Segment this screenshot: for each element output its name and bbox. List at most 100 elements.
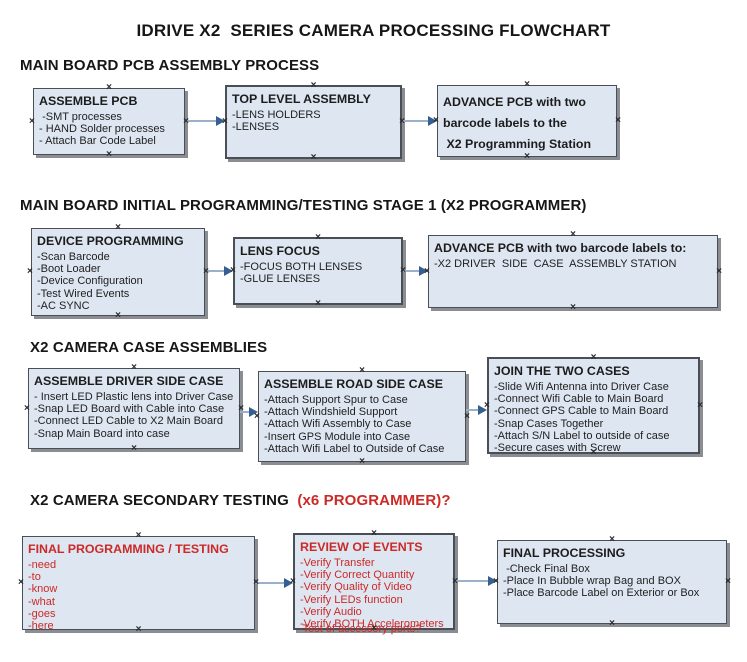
connector-handle-top[interactable]: ×: [106, 82, 112, 93]
connector-handle-top[interactable]: ×: [359, 365, 365, 376]
connector-handle-right[interactable]: ×: [399, 116, 405, 127]
arrow-line: [205, 270, 224, 272]
box-item: -Connect LED Cable to X2 Main Board: [34, 415, 223, 428]
box-advance-pcb-programming-station[interactable]: × × × × ADVANCE PCB with two barcode lab…: [433, 80, 621, 162]
connector-handle-top[interactable]: ×: [609, 534, 615, 545]
connector-handle-left[interactable]: ×: [424, 265, 430, 277]
box-item: -Attach Windshield Support: [264, 406, 398, 419]
box-overflow-item: -Test of accessory ports?: [299, 623, 422, 635]
connector-handle-top[interactable]: ×: [524, 79, 530, 90]
box-item: -Verify Quality of Video: [300, 581, 412, 594]
section-heading-pcb-assembly: MAIN BOARD PCB ASSEMBLY PROCESS: [20, 57, 320, 74]
connector-handle-left[interactable]: ×: [484, 399, 490, 411]
section-heading-case-assemblies: X2 CAMERA CASE ASSEMBLIES: [30, 339, 268, 356]
box-join-the-two-cases[interactable]: × × × × JOIN THE TWO CASES -Slide Wifi A…: [484, 353, 703, 458]
connector-handle-left[interactable]: ×: [29, 115, 35, 127]
connector-handle-left[interactable]: ×: [290, 575, 296, 587]
box-items: -LENS HOLDERS-LENSES: [232, 109, 395, 133]
flow-arrow-device-to-lensfocus[interactable]: [205, 265, 233, 277]
box-item: -LENSES: [232, 121, 280, 134]
box-title: ASSEMBLE ROAD SIDE CASE: [264, 377, 443, 391]
connector-handle-bottom[interactable]: ×: [135, 624, 142, 635]
connector-handle-right[interactable]: ×: [716, 265, 722, 277]
flow-arrow-toplevel-to-advance[interactable]: [402, 115, 437, 127]
box-items: -Verify Transfer-Verify Correct Quantity…: [300, 557, 448, 630]
box-item: -Snap Cases Together: [494, 417, 604, 430]
box-assemble-driver-side-case[interactable]: × × × × ASSEMBLE DRIVER SIDE CASE - Inse…: [24, 363, 244, 454]
connector-handle-top[interactable]: ×: [115, 222, 121, 233]
box-lens-focus[interactable]: × × × × LENS FOCUS -FOCUS BOTH LENSES-GL…: [230, 233, 406, 309]
connector-handle-left[interactable]: ×: [493, 576, 499, 587]
connector-handle-bottom[interactable]: ×: [570, 302, 576, 313]
arrowhead-icon: [216, 116, 225, 126]
box-item: - HAND Solder processes: [39, 123, 165, 136]
arrowhead-icon: [224, 266, 233, 276]
connector-handle-right[interactable]: ×: [697, 399, 703, 411]
connector-handle-right[interactable]: ×: [615, 115, 621, 126]
box-item: -AC SYNC: [37, 299, 90, 312]
connector-handle-top[interactable]: ×: [371, 528, 377, 539]
connector-handle-bottom[interactable]: ×: [131, 443, 137, 454]
box-review-of-events[interactable]: × × × × REVIEW OF EVENTS -Verify Transfe…: [290, 529, 458, 636]
connector-handle-right[interactable]: ×: [183, 115, 189, 127]
connector-handle-left[interactable]: ×: [254, 410, 260, 422]
connector-handle-right[interactable]: ×: [253, 577, 259, 588]
connector-handle-left[interactable]: ×: [222, 116, 228, 127]
connector-handle-left[interactable]: ×: [433, 115, 439, 126]
box-title: REVIEW OF EVENTS: [300, 540, 423, 554]
connector-handle-right[interactable]: ×: [452, 575, 458, 587]
flow-arrow-roadside-to-join[interactable]: [466, 404, 487, 416]
box-final-processing[interactable]: × × × × FINAL PROCESSING -Check Final Bo…: [493, 535, 731, 629]
box-items: -Attach Support Spur to Case-Attach Wind…: [264, 394, 460, 455]
connector-handle-bottom[interactable]: ×: [359, 456, 365, 467]
flow-arrow-lensfocus-to-advance[interactable]: [403, 265, 428, 277]
connector-handle-bottom[interactable]: ×: [315, 298, 321, 309]
flow-arrow-assemble-to-toplevel[interactable]: [185, 115, 225, 127]
connector-handle-left[interactable]: ×: [230, 265, 236, 276]
connector-handle-bottom[interactable]: ×: [590, 447, 597, 458]
box-item: -Snap Main Board into case: [34, 427, 170, 440]
connector-handle-left[interactable]: ×: [27, 266, 33, 277]
section-heading-secondary-testing-red: (x6 PROGRAMMER)?: [297, 492, 451, 509]
box-item: -Place Barcode Label on Exterior or Box: [503, 587, 700, 600]
box-items: -X2 DRIVER SIDE CASE ASSEMBLY STATION: [434, 258, 712, 270]
box-item: -know: [28, 583, 58, 596]
connector-handle-top[interactable]: ×: [570, 229, 576, 240]
box-item: -what: [28, 595, 55, 608]
connector-handle-top[interactable]: ×: [135, 530, 142, 541]
connector-handle-right[interactable]: ×: [203, 266, 209, 277]
connector-handle-left[interactable]: ×: [24, 402, 30, 414]
box-item: -Attach S/N Label to outside of case: [494, 429, 670, 442]
box-top-level-assembly[interactable]: × × × × TOP LEVEL ASSEMBLY -LENS HOLDERS…: [222, 81, 405, 163]
arrowhead-icon: [478, 405, 487, 415]
box-advance-pcb-driver-side-station[interactable]: × × × × ADVANCE PCB with two barcode lab…: [424, 230, 722, 313]
flow-arrow-review-to-finalproc[interactable]: [455, 575, 497, 587]
flow-arrow-finalprog-to-review[interactable]: [255, 577, 293, 589]
connector-handle-top[interactable]: ×: [131, 362, 137, 373]
connector-handle-right[interactable]: ×: [725, 576, 731, 587]
box-assemble-road-side-case[interactable]: × × × × ASSEMBLE ROAD SIDE CASE -Attach …: [254, 366, 470, 467]
flow-arrow-driverside-to-roadside[interactable]: [240, 406, 258, 418]
box-final-programming-testing[interactable]: × × × × FINAL PROGRAMMING / TESTING -nee…: [18, 531, 259, 635]
connector-handle-left[interactable]: ×: [18, 577, 24, 588]
connector-handle-bottom[interactable]: ×: [115, 310, 121, 321]
connector-handle-right[interactable]: ×: [400, 265, 406, 276]
connector-handle-bottom[interactable]: ×: [371, 623, 377, 634]
connector-handle-bottom[interactable]: ×: [609, 618, 615, 629]
connector-handle-bottom[interactable]: ×: [524, 151, 530, 162]
box-device-programming[interactable]: × × × × DEVICE PROGRAMMING -Scan Barcode…: [27, 223, 209, 321]
box-title: FINAL PROGRAMMING / TESTING: [28, 542, 229, 556]
connector-handle-bottom[interactable]: ×: [310, 152, 317, 163]
connector-handle-right[interactable]: ×: [464, 410, 470, 422]
box-item: -Scan Barcode: [37, 251, 110, 263]
box-items: -Check Final Box-Place In Bubble wrap Ba…: [503, 563, 721, 600]
connector-handle-top[interactable]: ×: [590, 352, 597, 363]
box-item: -Connect GPS Cable to Main Board: [494, 405, 669, 418]
box-assemble-pcb[interactable]: × × × × ASSEMBLE PCB -SMT processes- HAN…: [29, 83, 189, 160]
box-item: -Slide Wifi Antenna into Driver Case: [494, 381, 669, 393]
connector-handle-top[interactable]: ×: [315, 232, 321, 243]
section-heading-secondary-testing-black: X2 CAMERA SECONDARY TESTING: [30, 492, 298, 509]
connector-handle-top[interactable]: ×: [310, 80, 317, 91]
connector-handle-right[interactable]: ×: [238, 402, 244, 414]
connector-handle-bottom[interactable]: ×: [106, 149, 112, 160]
